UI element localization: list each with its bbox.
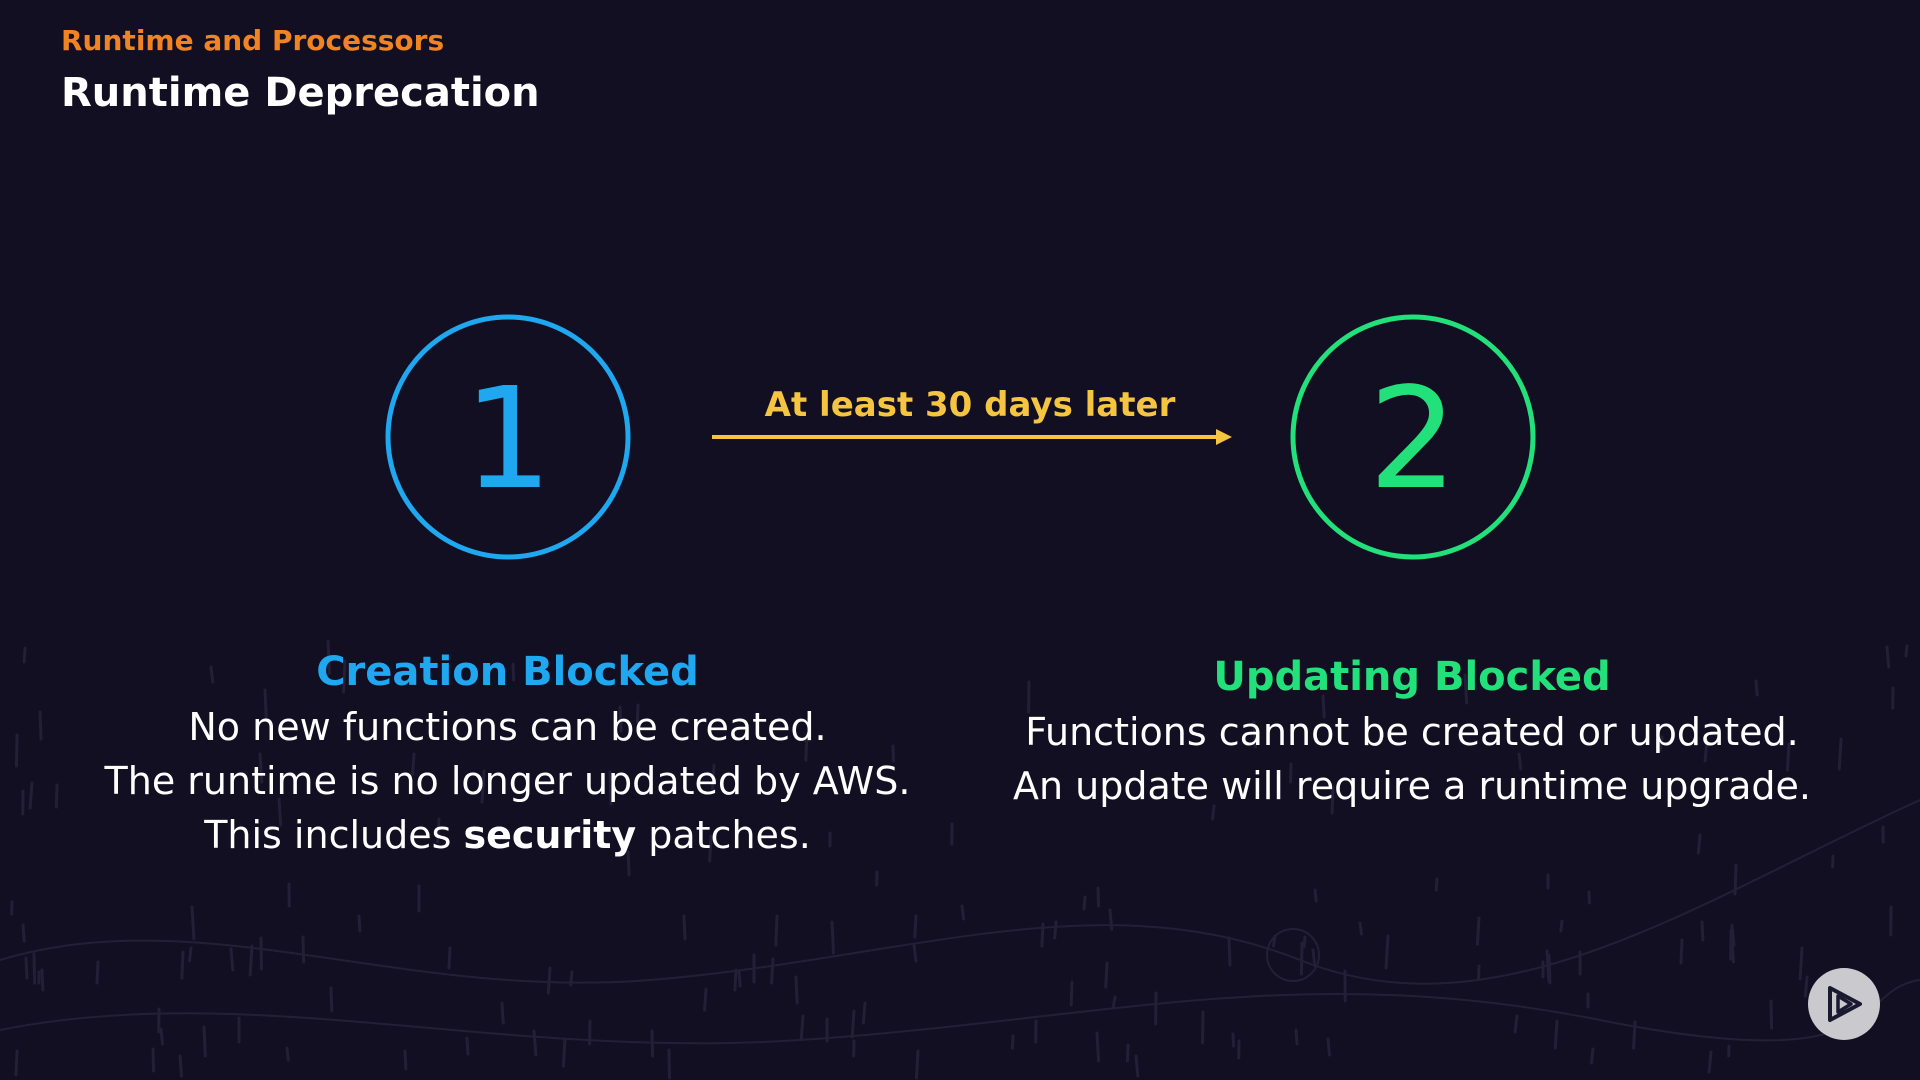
security-emphasis: security [463, 813, 637, 857]
play-logo-icon [1828, 986, 1862, 1022]
step-1-heading: Creation Blocked [316, 649, 699, 695]
connector-label: At least 30 days later [765, 385, 1176, 425]
step-1-line-3: This includes security patches. [40, 808, 975, 862]
step-2-line-1: Functions cannot be created or updated. [1025, 710, 1799, 754]
player-logo-button[interactable] [1808, 968, 1880, 1040]
step-1-line-3-after: patches. [636, 813, 811, 857]
eyebrow-title: Runtime and Processors [61, 24, 445, 57]
arrowhead-icon [1216, 429, 1232, 445]
step-2-description: Updating Blocked Functions cannot be cre… [962, 651, 1862, 813]
step-1-line-2: The runtime is no longer updated by AWS. [104, 759, 911, 803]
page-title: Runtime Deprecation [61, 70, 540, 116]
step-1-line-1: No new functions can be created. [188, 705, 827, 749]
step-2-heading: Updating Blocked [1213, 654, 1611, 700]
step-2-line-2: An update will require a runtime upgrade… [1012, 764, 1812, 808]
step-1-circle [385, 314, 631, 560]
step-1-description: Creation Blocked No new functions can be… [40, 646, 975, 862]
step-2-circle [1290, 314, 1536, 560]
step-1-number: 1 [463, 358, 552, 521]
step-1-line-3-before: This includes [204, 813, 464, 857]
step-2-number: 2 [1368, 358, 1457, 521]
